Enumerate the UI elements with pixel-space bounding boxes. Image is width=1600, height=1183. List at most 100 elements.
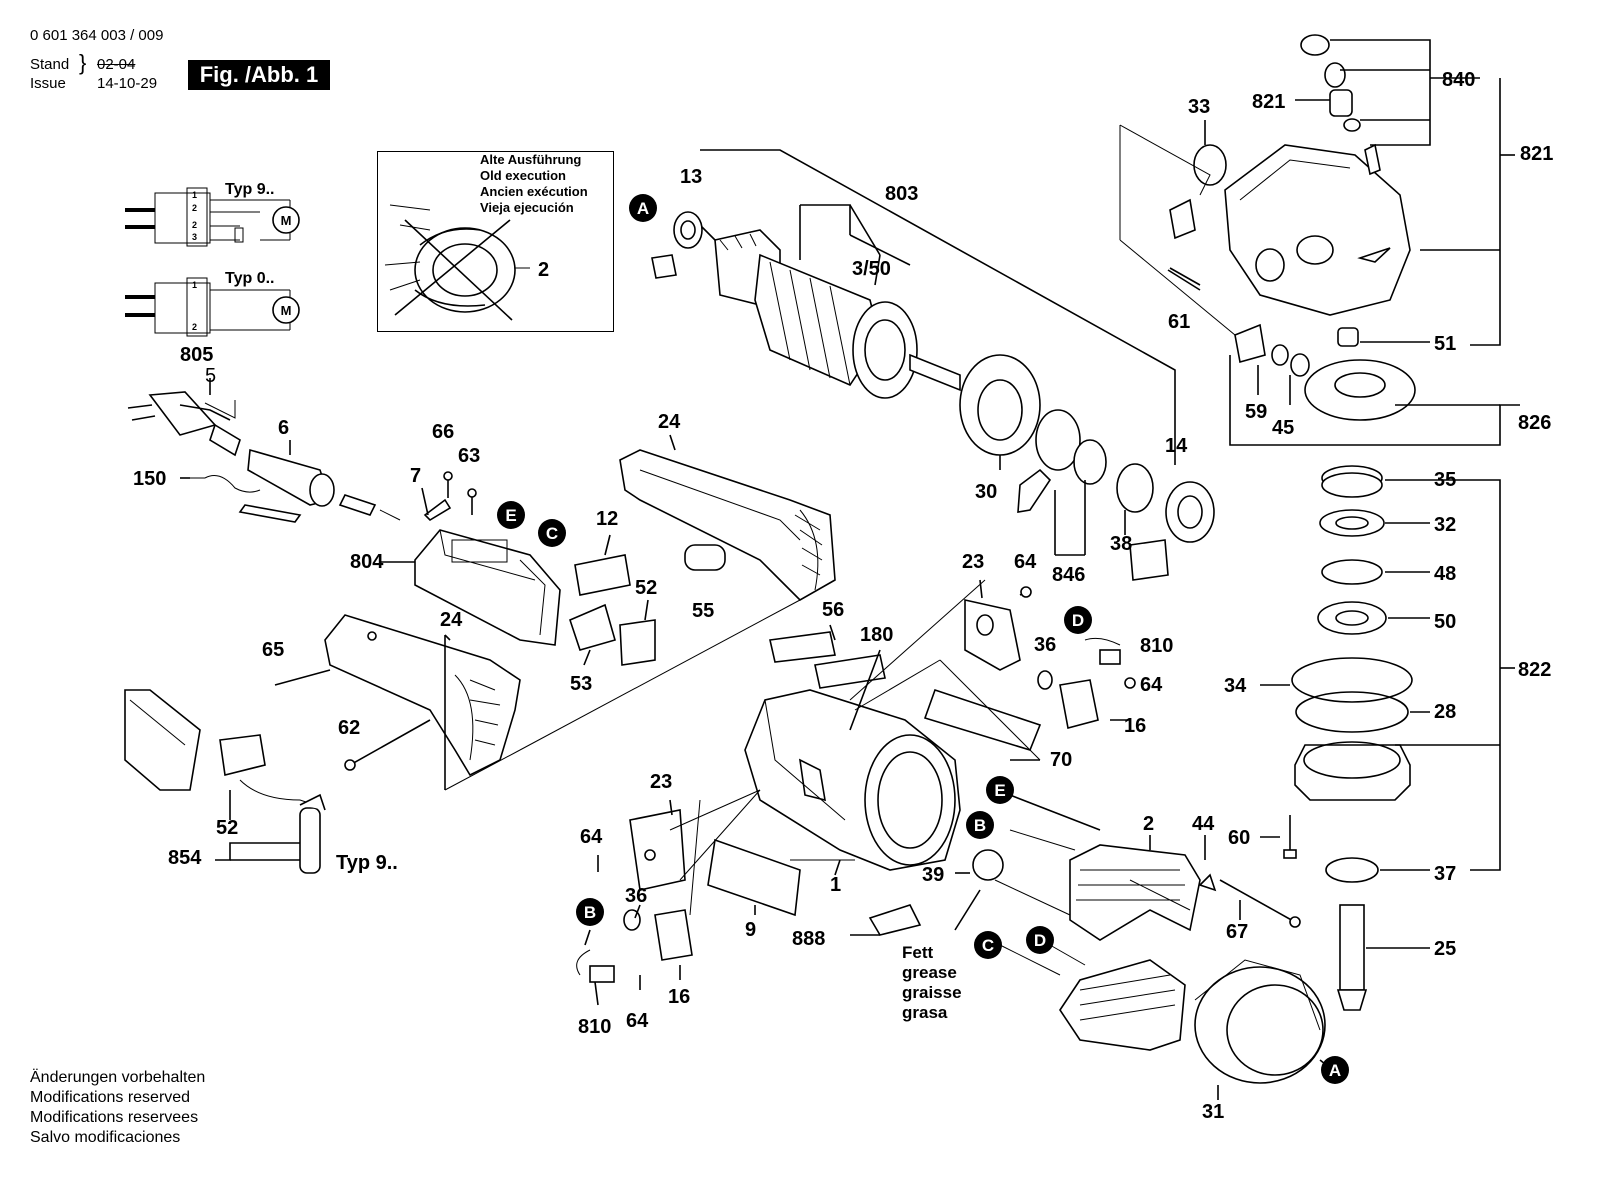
part-label-821-small: 821: [1252, 91, 1285, 113]
stand-value: 02-04: [97, 56, 136, 73]
issue-value: 14-10-29: [97, 75, 158, 92]
screws: [1019, 267, 1301, 928]
svg-text:D: D: [1072, 611, 1084, 630]
part-label-28: 28: [1434, 701, 1456, 723]
part-label-16: 16: [1124, 715, 1146, 737]
leader-lines: [179, 39, 1520, 1100]
part-label-888: 888: [792, 928, 825, 950]
svg-text:graisse: graisse: [902, 983, 962, 1002]
marker-a-icon: [629, 194, 657, 222]
inset-line-en: Old execution: [480, 168, 566, 183]
marker-c-icon: [974, 931, 1002, 959]
typ-label-bottom: Typ 9..: [336, 852, 398, 874]
part-label-45: 45: [1272, 417, 1294, 439]
part-label-35: 35: [1434, 469, 1456, 491]
part-label-67: 67: [1226, 921, 1248, 943]
part-label-803: 803: [885, 183, 918, 205]
gear-head-housing: [1167, 34, 1416, 421]
inset-line-es: Vieja ejecución: [480, 200, 574, 215]
marker-e-icon: [986, 776, 1014, 804]
svg-text:Fett: Fett: [902, 943, 934, 962]
part-label-25: 25: [1434, 938, 1456, 960]
old-stator-coil-drawing: 2: [384, 204, 549, 321]
part-label-61: 61: [1168, 311, 1190, 333]
wiring-terminal-label: 2: [192, 322, 197, 332]
part-label-60: 60: [1228, 827, 1250, 849]
svg-text:grease: grease: [902, 963, 957, 982]
marker-d-icon: [1026, 926, 1054, 954]
wiring-terminal-label: 2: [192, 220, 197, 230]
part-label-38: 38: [1110, 533, 1132, 555]
figure-label: Fig. /Abb. 1: [188, 60, 330, 90]
part-label-3-50: 3/50: [852, 258, 891, 280]
part-label-64: 64: [580, 826, 603, 848]
part-label-150: 150: [133, 468, 166, 490]
part-label-2: 2: [1143, 813, 1154, 835]
wiring-terminal-label: 3: [192, 232, 197, 242]
part-label-48: 48: [1434, 563, 1456, 585]
note-fr: Modifications reservees: [30, 1109, 199, 1126]
part-label-24: 24: [658, 411, 681, 433]
part-label-31: 31: [1202, 1101, 1224, 1123]
note-en: Modifications reserved: [30, 1089, 191, 1106]
wiring-typ0-label: Typ 0..: [225, 270, 275, 287]
part-label-9: 9: [745, 919, 756, 941]
marker-d-icon: [1064, 606, 1092, 634]
part-label-33: 33: [1188, 96, 1210, 118]
part-label-52: 52: [216, 817, 238, 839]
part-label-52: 52: [635, 577, 657, 599]
wiring-typ9-label: Typ 9..: [225, 181, 275, 198]
part-label-180: 180: [860, 624, 893, 646]
old-execution-text: Alte Ausführung Old execution Ancien exé…: [480, 152, 588, 216]
part-label-51: 51: [1434, 333, 1456, 355]
part-label-64: 64: [1014, 551, 1037, 573]
svg-text:C: C: [982, 936, 994, 955]
part-label-805: 805: [180, 344, 213, 366]
fan-icon: [972, 849, 1004, 881]
part-label-65: 65: [262, 639, 284, 661]
part-label-810: 810: [578, 1016, 611, 1038]
part-label-56: 56: [822, 599, 844, 621]
cover-ring: [1194, 959, 1326, 1084]
part-label-23: 23: [962, 551, 984, 573]
part-label-36: 36: [625, 885, 647, 907]
armature-rotor: [699, 224, 961, 399]
motor-symbol-text: M: [281, 303, 292, 318]
svg-text:D: D: [1034, 931, 1046, 950]
part-label-810: 810: [1140, 635, 1173, 657]
alt-switch-assembly: [124, 689, 326, 874]
part-label-30: 30: [975, 481, 997, 503]
svg-text:grasa: grasa: [902, 1003, 948, 1022]
old-execution-inset: [377, 151, 614, 332]
svg-text:B: B: [584, 903, 596, 922]
wiring-terminal-label: 1: [192, 280, 197, 290]
circle-markers: A E C D E B B D C A: [497, 194, 1349, 1084]
part-label-63: 63: [458, 445, 480, 467]
side-handle: [274, 614, 521, 777]
part-label-36: 36: [1034, 634, 1056, 656]
field-coils: [972, 844, 1217, 1051]
marker-b-icon: [576, 898, 604, 926]
wiring-terminal-label: 2: [192, 203, 197, 213]
bearing-parts-upper: [651, 211, 1215, 581]
part-label-62: 62: [338, 717, 360, 739]
note-es: Salvo modificaciones: [30, 1129, 181, 1146]
part-label-70: 70: [1050, 749, 1072, 771]
part-label-804: 804: [350, 551, 384, 573]
crown-gear-icon: [1304, 359, 1416, 421]
svg-text:E: E: [505, 506, 516, 525]
part-label-53: 53: [570, 673, 592, 695]
part-label-24: 24: [440, 609, 463, 631]
motor-symbol-text: M: [281, 213, 292, 228]
part-label-44: 44: [1192, 813, 1215, 835]
inset-line-de: Alte Ausführung: [480, 152, 582, 167]
part-label-14: 14: [1165, 435, 1188, 457]
part-label-66: 66: [432, 421, 454, 443]
power-plug-cable: [127, 391, 401, 523]
wiring-diagram-typ9: M Typ 9.. 1 2 2 3: [125, 181, 300, 247]
part-label-5: 5: [205, 365, 216, 387]
part-label-7: 7: [410, 465, 421, 487]
modification-notes: Änderungen vorbehalten Modifications res…: [30, 1068, 205, 1148]
part-label-55: 55: [692, 600, 714, 622]
